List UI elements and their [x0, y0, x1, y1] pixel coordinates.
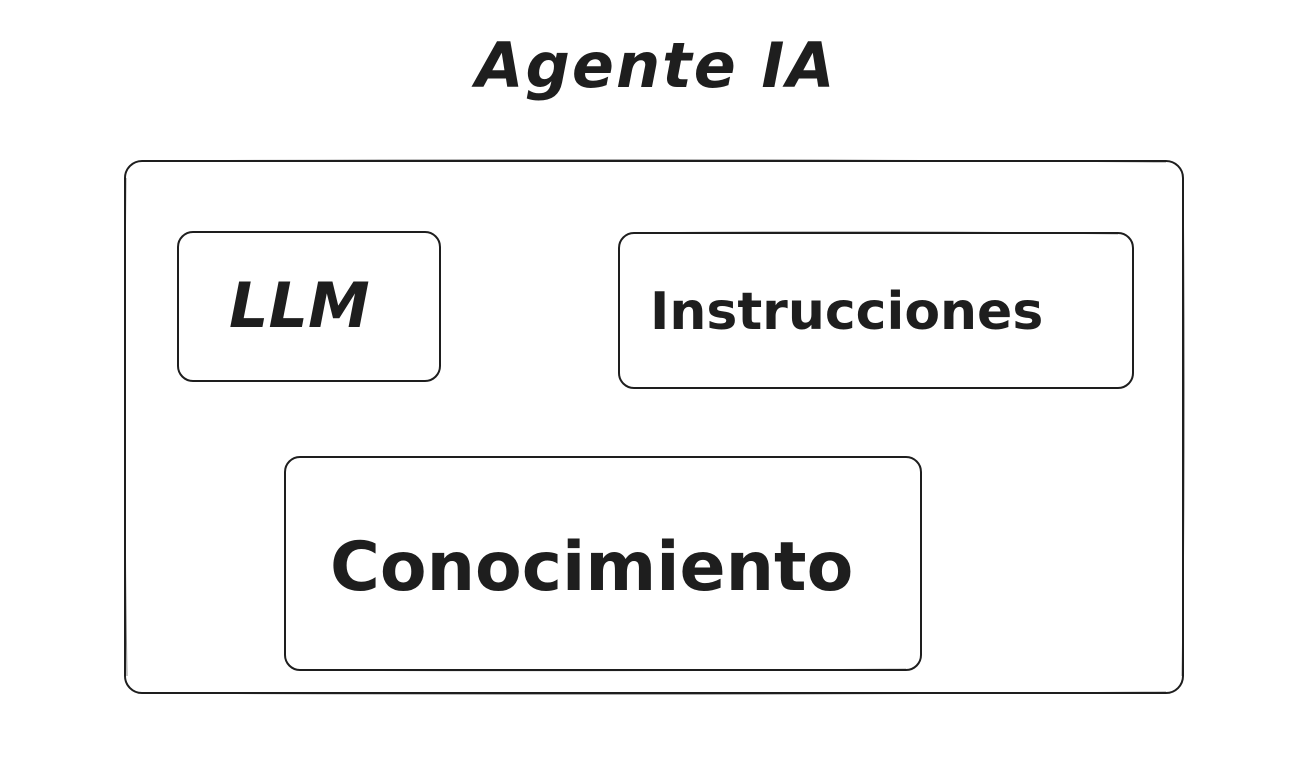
- conocimiento-label: Conocimiento: [330, 528, 854, 607]
- llm-box: LLM: [177, 231, 441, 382]
- diagram-title: Agente IA: [475, 29, 837, 102]
- instrucciones-label: Instrucciones: [650, 282, 1044, 342]
- llm-label: LLM: [229, 269, 370, 342]
- conocimiento-box: Conocimiento: [284, 456, 922, 671]
- instrucciones-box: Instrucciones: [618, 232, 1134, 389]
